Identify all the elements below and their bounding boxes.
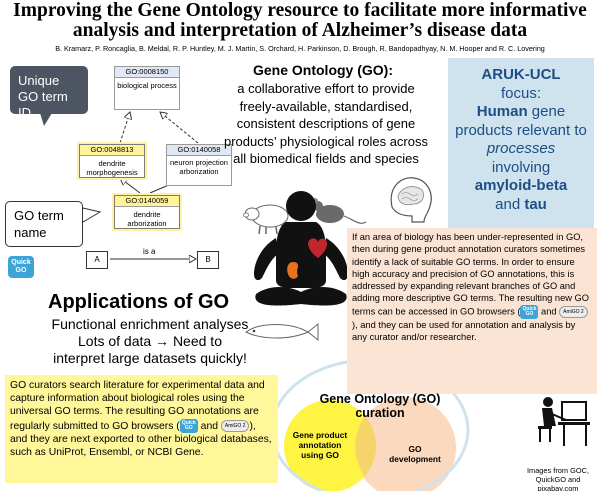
expansion-text-and: and xyxy=(538,306,560,317)
heart-icon xyxy=(308,238,328,258)
go-node-name: dendrite arborization xyxy=(127,210,167,228)
aruk-name: ARUK-UCL xyxy=(481,66,561,83)
amigo-logo-inline: AmiGO 2 xyxy=(220,419,250,432)
pig-icon xyxy=(243,204,292,235)
go-node-name: biological process xyxy=(117,81,177,90)
curation-overlap xyxy=(355,416,377,476)
amigo-logo-inline: AmiGO 2 xyxy=(559,305,588,318)
go-expansion-text-box: If an area of biology has been under-rep… xyxy=(347,228,597,394)
go-node-neuron-projection-arborization: GO:0140058 neuron projection arborizatio… xyxy=(166,144,232,186)
go-term-name-callout: GO term name xyxy=(5,201,83,247)
aruk-and-tau: and tau xyxy=(495,195,547,213)
go-node-id: GO:0140058 xyxy=(167,145,231,156)
go-node-dendrite-arborization: GO:0140059 dendrite arborization xyxy=(114,195,180,229)
go-definition-title: Gene Ontology (GO): xyxy=(253,62,393,78)
go-node-id: GO:0048813 xyxy=(80,145,144,156)
author-list: B. Kramarz, P. Roncaglia, B. Meldal, R. … xyxy=(55,44,545,53)
applications-title: Applications of GO xyxy=(48,291,230,313)
applications-line-2: Lots of data → Need to xyxy=(78,333,222,349)
unique-go-term-id-callout: Unique GO term ID xyxy=(10,66,88,120)
human-silhouette-icon xyxy=(254,191,348,306)
aruk-products: products relevant to xyxy=(455,121,587,139)
go-definition-text: a collaborative effort to provide freely… xyxy=(223,81,428,166)
go-development-label: GO development xyxy=(389,444,441,464)
curators-text-before: GO curators search literature for experi… xyxy=(10,380,265,432)
quickgo-logo: Quick GO xyxy=(8,256,34,278)
go-node-biological-process: GO:0008150 biological process xyxy=(114,66,180,110)
curation-title: Gene Ontology (GO) curation xyxy=(319,392,441,420)
title-line-2: analysis and interpretation of Alzheimer… xyxy=(72,20,528,41)
relation-node-b: B xyxy=(197,251,219,269)
callout-name-pointer xyxy=(82,207,102,223)
relation-node-a: A xyxy=(86,251,108,269)
brain-head-icon xyxy=(390,177,432,223)
applications-line-1: Functional enrichment analyses xyxy=(51,316,249,332)
applications-line-3: interpret large datasets quickly! xyxy=(53,350,247,366)
image-credit: Images from GOC, QuickGO and pixabay.com xyxy=(526,466,589,491)
go-node-name: neuron projection arborization xyxy=(170,158,228,176)
expansion-text-before: If an area of biology has been under-rep… xyxy=(352,232,589,317)
edge-dendrite-arb-to-morph xyxy=(120,178,141,194)
mouse-icon xyxy=(312,198,367,224)
aruk-amyloid: amyloid-beta xyxy=(474,177,568,194)
callout-id-pointer xyxy=(40,113,52,126)
go-node-dendrite-morphogenesis: GO:0048813 dendrite morphogenesis xyxy=(79,144,145,178)
go-node-id: GO:0008150 xyxy=(115,67,179,78)
gene-product-annotation-label: Gene product annotation using GO xyxy=(292,430,348,460)
aruk-processes: processes xyxy=(486,140,556,157)
go-curators-text-box: GO curators search literature for experi… xyxy=(5,375,278,483)
curators-text-after: ), and they are next exported to other b… xyxy=(10,420,272,458)
curator-at-computer-icon xyxy=(538,397,590,446)
poster-title: Improving the Gene Ontology resource to … xyxy=(0,1,600,41)
aruk-focus: focus: xyxy=(500,84,542,102)
expansion-text-after: ), and they can be used for annotation a… xyxy=(352,319,576,343)
applications-text: Functional enrichment analyses Lots of d… xyxy=(34,316,266,367)
relation-label-is-a: is a xyxy=(143,247,156,256)
aruk-ucl-focus-box: ARUK-UCL focus: Human gene products rele… xyxy=(448,58,594,228)
title-line-1: Improving the Gene Ontology resource to … xyxy=(13,0,587,21)
aruk-human-gene: Human gene xyxy=(476,103,566,120)
kidney-icon xyxy=(287,262,298,279)
go-node-name: dendrite morphogenesis xyxy=(86,159,138,177)
aruk-involving: involving xyxy=(491,158,551,176)
curators-text-and: and xyxy=(197,420,221,432)
edge-dendrite-morph-to-root xyxy=(119,112,130,144)
go-node-id: GO:0140059 xyxy=(115,196,179,207)
edge-neuron-proj-to-root xyxy=(160,112,199,144)
